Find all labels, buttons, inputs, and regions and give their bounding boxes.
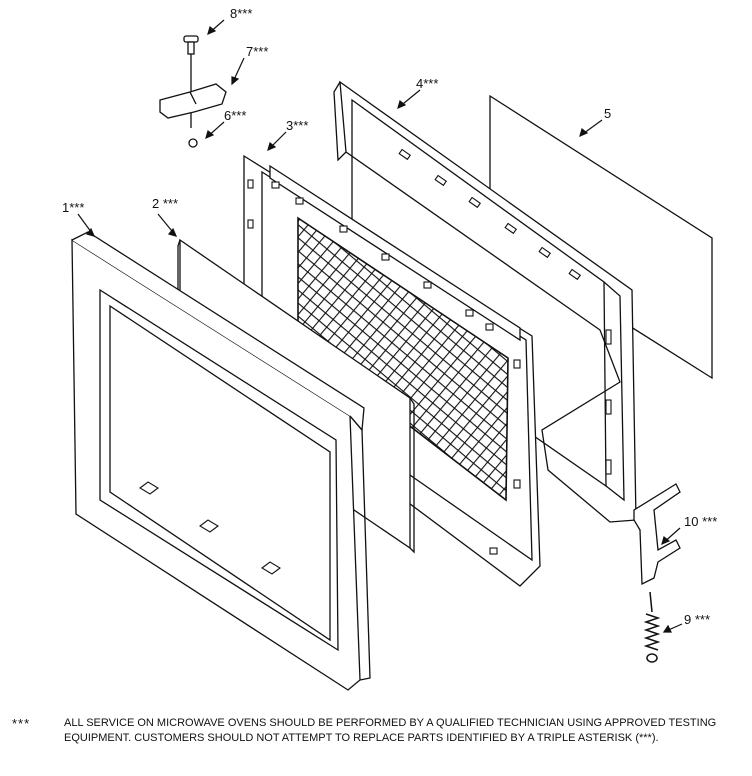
callout-3: 3*** — [286, 118, 308, 133]
part-7-bracket — [159, 83, 227, 119]
part-4-rear-frame — [333, 80, 637, 523]
callout-2: 2 *** — [152, 196, 178, 211]
callout-7: 7*** — [246, 44, 268, 59]
exploded-door-diagram: 1*** 2 *** 3*** 4*** 5 6*** 7*** 8*** 9 … — [62, 6, 717, 691]
part-9-spring — [643, 591, 661, 663]
part-6-nut — [188, 138, 198, 148]
callout-4: 4*** — [416, 76, 438, 91]
callout-5: 5 — [604, 106, 611, 121]
callout-1: 1*** — [62, 200, 84, 215]
callout-9: 9 *** — [684, 612, 710, 627]
part-10-latch — [633, 483, 681, 586]
part-1-outer-door-frame — [71, 231, 371, 691]
service-footnote: *** ALL SERVICE ON MICROWAVE OVENS SHOUL… — [12, 716, 748, 746]
callout-10: 10 *** — [684, 514, 717, 529]
footnote-text: ALL SERVICE ON MICROWAVE OVENS SHOULD BE… — [64, 717, 717, 744]
callout-8: 8*** — [230, 6, 252, 21]
part-8-screw — [183, 35, 199, 128]
part-3-inner-panel — [243, 154, 541, 587]
footnote-asterisks: *** — [12, 716, 31, 731]
callout-6: 6*** — [224, 108, 246, 123]
leader-lines — [77, 19, 683, 633]
